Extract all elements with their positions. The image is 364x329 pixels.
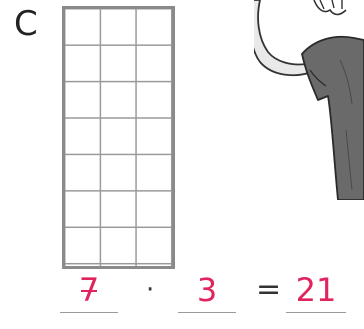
child-illustration-icon — [254, 0, 364, 200]
product-answer[interactable]: 21 — [286, 268, 346, 313]
task-letter: C — [14, 4, 38, 44]
factor-1-value: 7 — [79, 268, 99, 312]
multiplication-grid — [62, 6, 175, 269]
factor-2-answer[interactable]: 3 — [178, 268, 236, 313]
factor-2-value: 3 — [197, 271, 217, 309]
product-value: 21 — [296, 271, 337, 309]
multiplication-equation: 7 · 3 = 21 — [60, 268, 364, 329]
factor-1-answer[interactable]: 7 — [60, 268, 118, 313]
equals-sign: = — [256, 268, 281, 312]
multiply-operator: · — [146, 268, 154, 312]
